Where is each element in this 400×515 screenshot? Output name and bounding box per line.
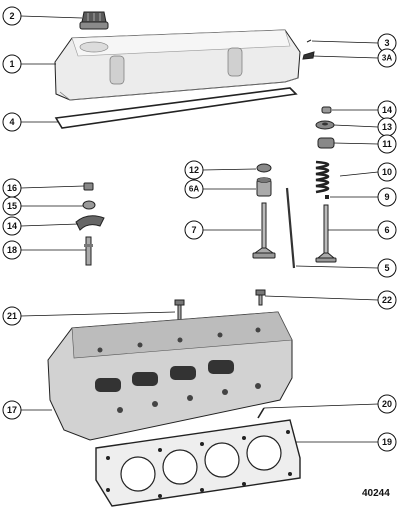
cylinder-head-bolt-long [174,299,185,321]
callout-12-label: 13 [382,122,392,132]
callout-7: 7 [184,220,204,240]
callout-3-label: 3 [384,38,389,48]
callout-17: 17 [2,400,22,420]
callout-5-label: 5 [384,263,389,273]
cylinder-head [47,311,293,441]
valve-spring-shield [317,137,335,149]
callout-19-label: 19 [382,437,392,447]
leader-lines [20,15,379,443]
rocker-arm [75,215,105,231]
valve-cover [54,29,301,101]
callout-6-label: 6 [384,225,389,235]
valve-keepers [321,106,332,114]
callout-13-label: 14 [382,105,392,115]
rocker-arm-nut [83,182,94,191]
valve-spring [315,160,330,194]
callout-13: 14 [377,100,397,120]
callout-3a: 3A [377,48,397,68]
callout-4: 4 [2,112,22,132]
callout-22: 22 [377,290,397,310]
valve-cover-gasket [54,87,298,129]
callout-8-label: 9 [384,192,389,202]
callout-2-label: 2 [9,11,14,21]
intake-valve [252,202,276,259]
callout-10-label: 11 [382,139,392,149]
valve-stem-seal [325,195,329,199]
callout-1-label: 1 [9,59,14,69]
callout-12: 13 [377,117,397,137]
callout-14-label: 14 [7,221,17,231]
callout-6a: 6A [184,179,204,199]
callout-9: 10 [377,162,397,182]
pushrod [285,187,296,269]
callout-20: 20 [377,394,397,414]
callout-11: 12 [184,160,204,180]
callout-3a-label: 3A [382,54,392,63]
callout-4-label: 4 [9,117,14,127]
callout-10: 11 [377,134,397,154]
head-gasket [95,419,301,507]
callout-21: 21 [2,306,22,326]
callout-2: 2 [2,6,22,26]
callout-6a-label: 6A [189,185,199,194]
callout-5: 5 [377,258,397,278]
callout-17-label: 17 [7,405,17,415]
valve-spring-retainer [315,120,335,130]
callout-18-label: 18 [7,245,17,255]
valve-rotator [256,163,272,173]
callout-18: 18 [2,240,22,260]
callout-21-label: 21 [7,311,17,321]
callout-9-label: 10 [382,167,392,177]
dowel-pin [257,407,265,419]
callout-1: 1 [2,54,22,74]
callout-15-label: 15 [7,201,17,211]
cylinder-head-bolt-short [255,289,266,306]
oil-filler-cap [79,11,109,30]
callout-8: 9 [377,187,397,207]
callout-11-label: 12 [189,165,199,175]
rocker-arm-stud [84,236,93,266]
callout-20-label: 20 [382,399,392,409]
callout-19: 19 [377,432,397,452]
callout-15: 15 [2,196,22,216]
callout-6: 6 [377,220,397,240]
rocker-arm-ball [82,200,96,210]
callout-16: 16 [2,178,22,198]
figure-number: 40244 [362,488,390,499]
valve-cover-clip [302,51,315,60]
callout-7-label: 7 [191,225,196,235]
valve-cover-grommet [306,39,312,43]
callout-22-label: 22 [382,295,392,305]
valve-guide [256,177,272,197]
callout-14: 14 [2,216,22,236]
callout-16-label: 16 [7,183,17,193]
exhaust-valve [315,204,337,263]
